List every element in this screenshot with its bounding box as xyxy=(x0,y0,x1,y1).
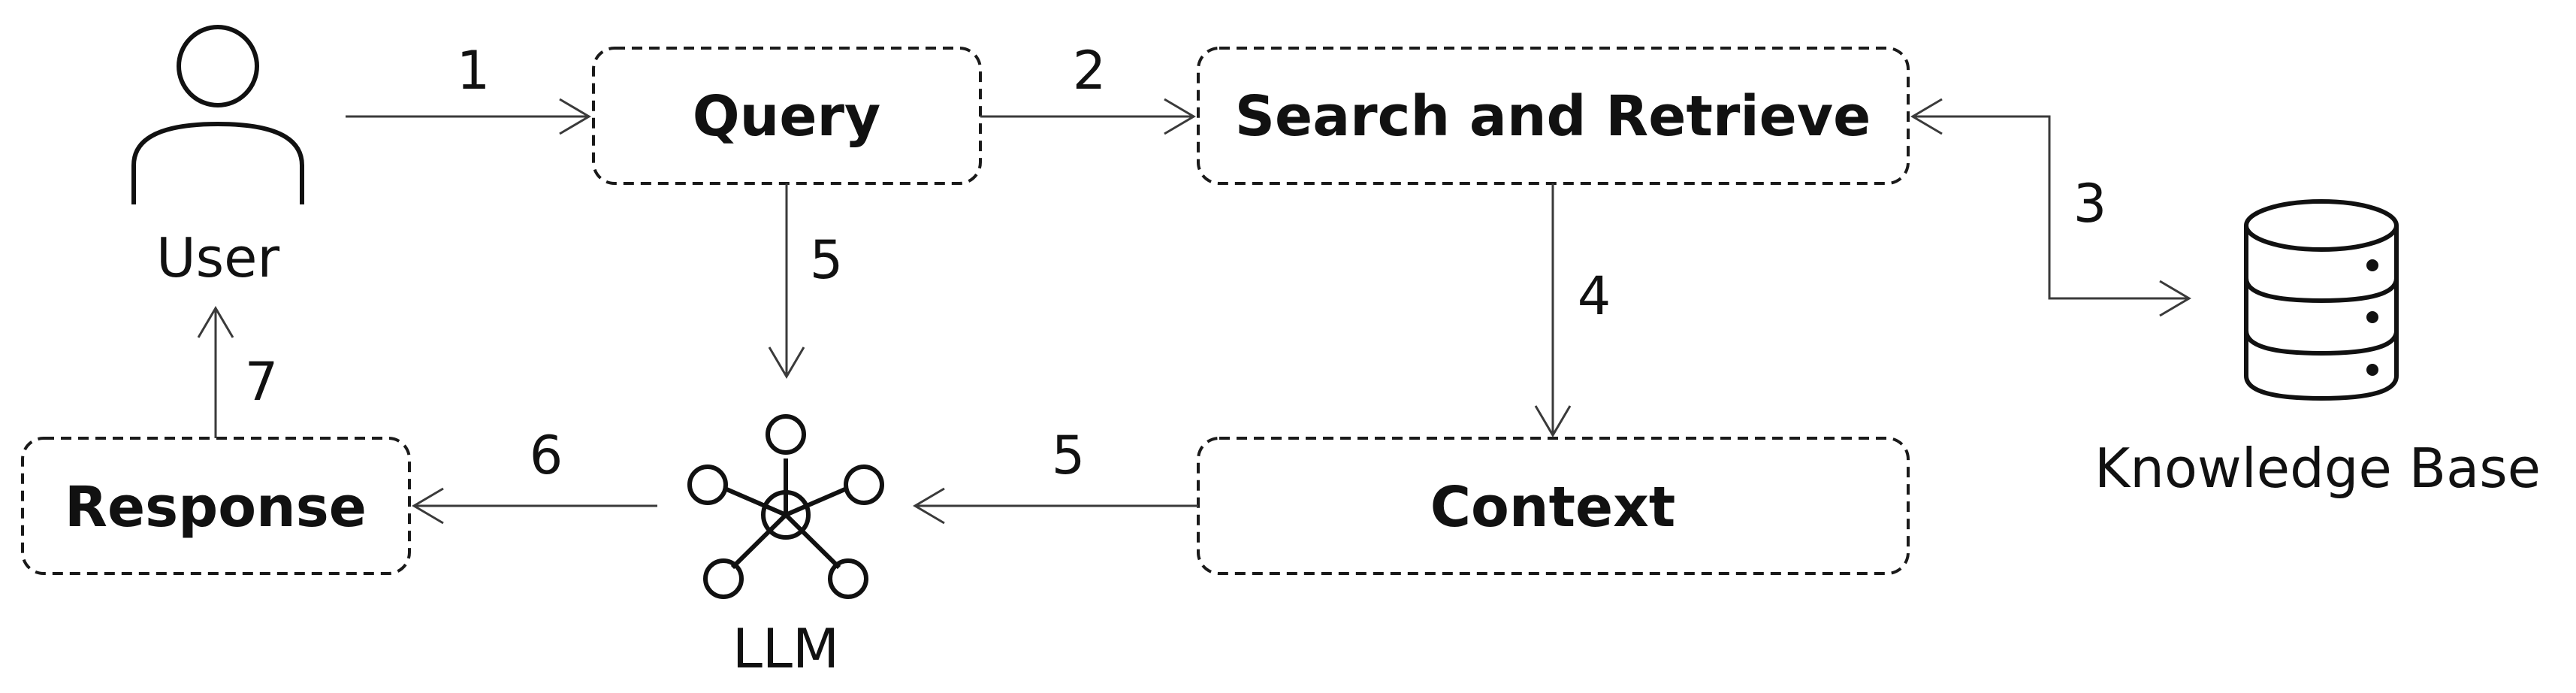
search-retrieve-node: Search and Retrieve xyxy=(1197,47,1910,185)
arrow-search-to-knowledge-base xyxy=(1910,98,2191,317)
edge-label-5a: 5 xyxy=(810,229,844,291)
arrow-user-to-query xyxy=(346,98,591,135)
edge-label-4: 4 xyxy=(1578,265,1611,327)
query-node: Query xyxy=(592,47,982,185)
response-node: Response xyxy=(21,437,411,575)
edge-label-6: 6 xyxy=(530,425,563,486)
edge-label-7: 7 xyxy=(245,351,279,413)
edge-label-3: 3 xyxy=(2073,173,2107,235)
arrow-context-to-llm xyxy=(913,487,1198,525)
arrow-llm-to-response xyxy=(412,487,657,525)
edge-label-5b: 5 xyxy=(1052,425,1086,486)
context-node: Context xyxy=(1197,437,1910,575)
user-label: User xyxy=(156,226,280,289)
user-icon xyxy=(131,25,304,204)
knowledge-base-label: Knowledge Base xyxy=(2094,437,2541,500)
context-label: Context xyxy=(1430,475,1676,540)
llm-network-icon xyxy=(687,414,884,599)
search-retrieve-label: Search and Retrieve xyxy=(1235,84,1871,149)
database-icon xyxy=(2244,199,2399,401)
arrow-response-to-user xyxy=(197,306,234,438)
arrow-query-to-llm xyxy=(768,183,805,379)
arrow-query-to-search xyxy=(980,98,1196,135)
edge-label-2: 2 xyxy=(1073,40,1107,101)
response-label: Response xyxy=(65,475,367,540)
llm-label: LLM xyxy=(732,617,839,680)
query-label: Query xyxy=(693,84,881,149)
edge-label-1: 1 xyxy=(457,40,491,101)
arrow-search-to-context xyxy=(1534,183,1572,437)
